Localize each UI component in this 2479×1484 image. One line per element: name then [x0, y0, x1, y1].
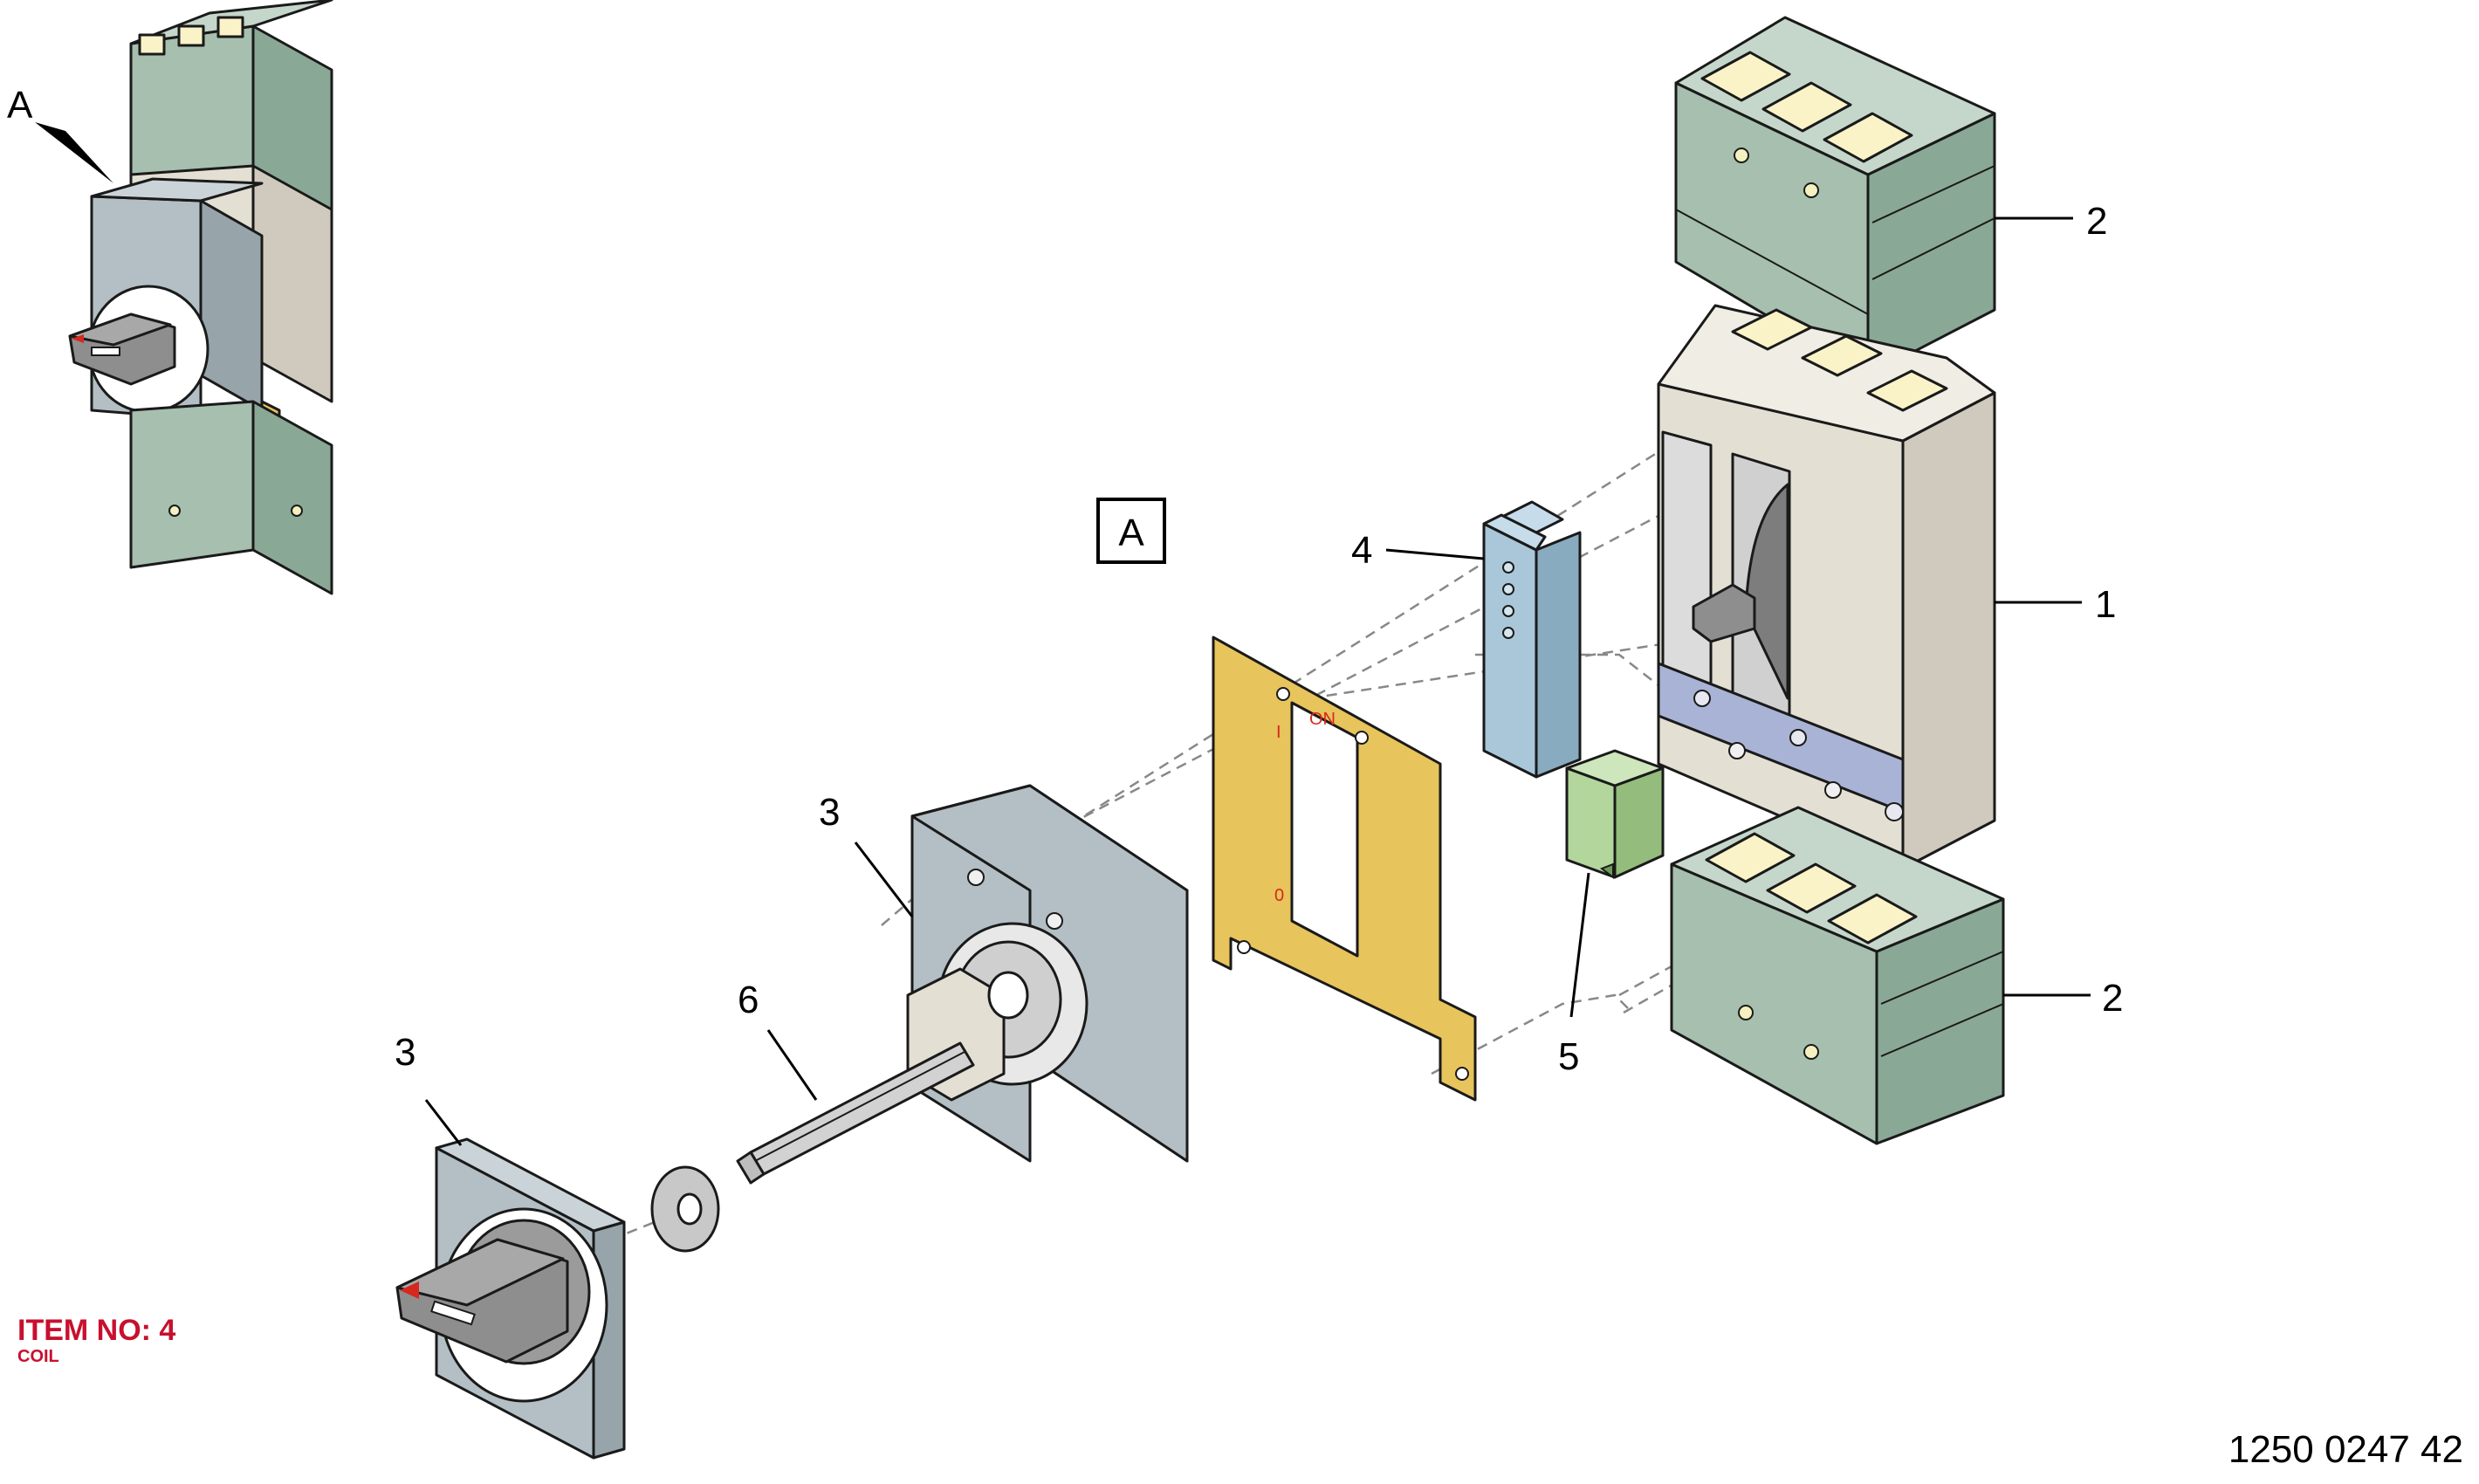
- part-6-shaft: [736, 1041, 975, 1185]
- detail-label: A: [7, 84, 33, 127]
- callout-labels: 1 2 2 3 3 4 5 6: [395, 200, 2123, 1078]
- callout-3-housing: 3: [819, 791, 840, 834]
- callout-3-handle: 3: [395, 1031, 415, 1074]
- part-2-upper-terminal-cover: [1674, 16, 1996, 377]
- plate-marking-zero: 0: [1274, 886, 1284, 905]
- callout-2-upper: 2: [2086, 200, 2107, 243]
- callout-2-lower: 2: [2102, 977, 2123, 1020]
- part-3-handle-housing: [906, 784, 1189, 1163]
- plate-marking-one: I: [1276, 723, 1281, 742]
- part-2-lower-terminal-cover: [1670, 806, 2005, 1145]
- item-stamp-title: ITEM NO: 4: [17, 1314, 175, 1347]
- callout-1: 1: [2095, 583, 2116, 626]
- view-box-label: A: [1096, 498, 1166, 564]
- drawing-number: 1250 0247 42: [2228, 1428, 2463, 1471]
- part-3-rotary-handle: [395, 1137, 626, 1460]
- washer: [650, 1165, 720, 1253]
- callout-5: 5: [1558, 1035, 1579, 1078]
- plate-marking-on: ON: [1309, 710, 1336, 729]
- leader-lines: [424, 216, 2091, 1146]
- part-4-auxiliary-contact: [1482, 500, 1582, 779]
- part-1-breaker-body: [1657, 304, 1996, 870]
- part-5-coil: [1565, 749, 1665, 880]
- callout-4: 4: [1351, 529, 1372, 572]
- mounting-plate: ON I 0: [1212, 636, 1477, 1102]
- item-stamp: ITEM NO: 4 COIL: [17, 1314, 175, 1366]
- item-stamp-subtitle: COIL: [17, 1347, 59, 1366]
- assembled-breaker-view: A: [7, 0, 333, 595]
- view-box-letter: A: [1118, 512, 1144, 554]
- callout-6: 6: [738, 979, 759, 1021]
